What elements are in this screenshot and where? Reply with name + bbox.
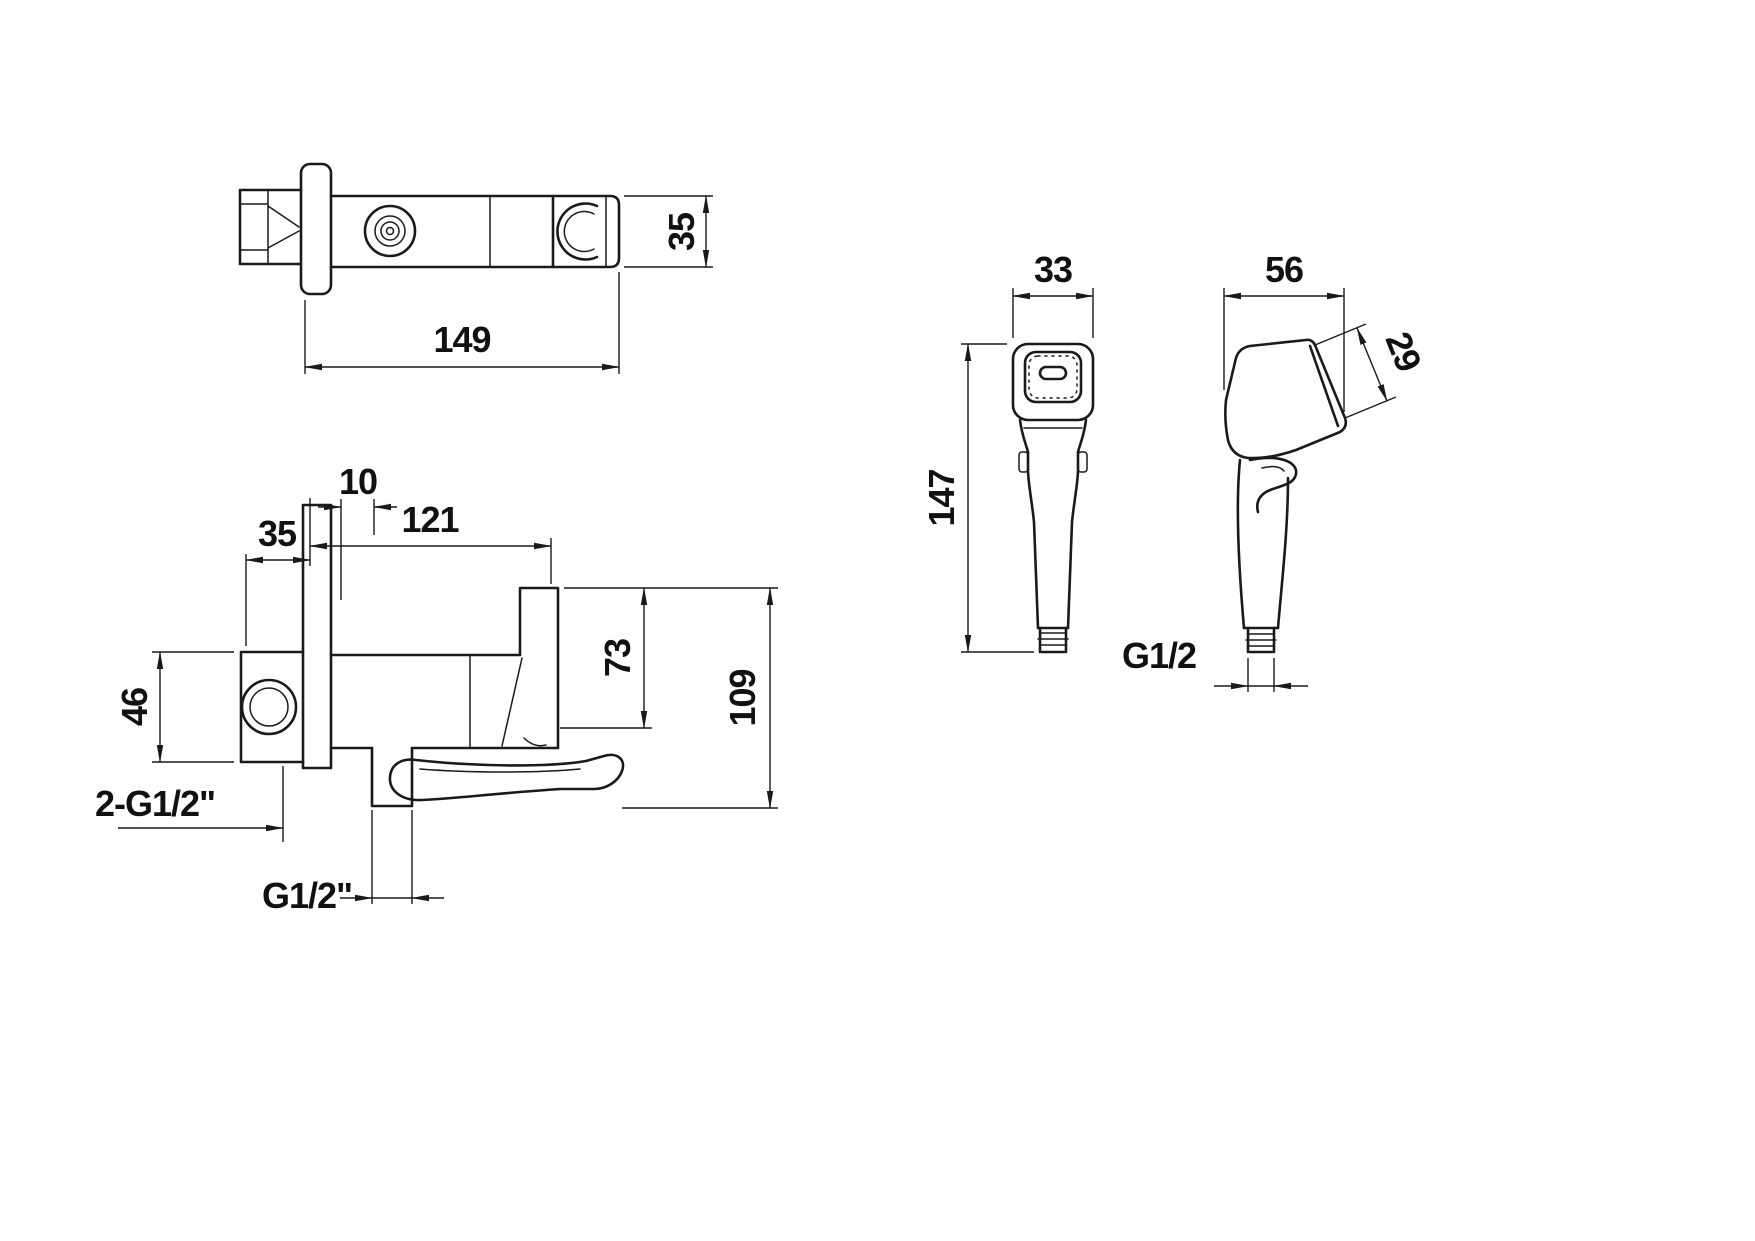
spray-slot xyxy=(1038,365,1068,381)
valve-knob-outer xyxy=(240,678,298,736)
dim-29-label: 29 xyxy=(1377,326,1429,377)
inlet-thread-label: 2-G1/2" xyxy=(95,783,215,824)
dim-109-label: 109 xyxy=(722,669,763,726)
spray-handle-left xyxy=(1018,418,1040,630)
bracket-cone-detail xyxy=(267,205,300,249)
spray-side-tab xyxy=(1018,451,1029,473)
spray-thread-nipple xyxy=(1038,626,1068,654)
dim-46-label: 46 xyxy=(114,688,155,726)
lever-handle xyxy=(388,753,625,802)
wall-plate xyxy=(301,503,333,770)
knob-mid-circle xyxy=(374,215,406,247)
body-outline xyxy=(329,194,621,269)
outlet-tube xyxy=(370,746,414,808)
holder-cup-outer xyxy=(556,202,599,261)
dim-10-label: 10 xyxy=(339,461,377,502)
wall-flange xyxy=(299,162,333,296)
bracket-outline xyxy=(238,188,303,266)
body-detail-arc xyxy=(523,737,547,747)
dim-73-label: 73 xyxy=(597,639,638,677)
knob-center-circle xyxy=(385,226,395,236)
mixer-top-view: 149 35 xyxy=(238,162,713,374)
dim-149-label: 149 xyxy=(433,319,490,360)
spray-thread-label: G1/2 xyxy=(1122,635,1196,676)
dim-35-front-label: 35 xyxy=(258,513,297,554)
spray-side-tab xyxy=(1077,451,1088,473)
dimension-line xyxy=(1356,327,1388,402)
spray-side-face-line xyxy=(1308,344,1340,428)
spray-thread-lines xyxy=(1037,632,1069,646)
spray-head-outer xyxy=(1011,342,1095,422)
dim-147-label: 147 xyxy=(921,469,962,526)
dim-121-label: 121 xyxy=(401,499,459,540)
valve-knob-inner xyxy=(249,687,289,727)
extension-line xyxy=(1314,323,1367,346)
spray-side-thread-lines xyxy=(1245,633,1277,647)
body-detail-line xyxy=(501,657,523,747)
holder-cup-inner xyxy=(563,210,595,253)
spray-side-view: 56 29 G1/2 xyxy=(1122,249,1430,692)
outlet-thread-label: G1/2" xyxy=(262,875,352,916)
dim-33-label: 33 xyxy=(1034,249,1072,290)
spray-side-handle-right xyxy=(1276,476,1290,630)
spray-side-handle-left xyxy=(1236,458,1246,630)
knob-inner-circle xyxy=(380,221,400,241)
dim-56-label: 56 xyxy=(1265,249,1303,290)
spray-trigger-detail xyxy=(1261,465,1285,472)
mixer-front-view: 10 121 35 46 73 109 2-G1/2" G1/2" xyxy=(95,461,778,916)
bracket-detail xyxy=(239,189,269,265)
body-riser-outline xyxy=(329,586,560,750)
spray-face-plate xyxy=(1023,350,1083,404)
spray-handle-right xyxy=(1066,418,1088,630)
knob-outer-circle xyxy=(363,204,417,258)
dim-35-label: 35 xyxy=(661,212,702,251)
extension-line xyxy=(1344,396,1397,419)
spray-side-head xyxy=(1224,338,1348,460)
spray-front-view: 33 147 xyxy=(921,249,1095,654)
spray-trigger xyxy=(1248,456,1298,514)
spray-face-texture xyxy=(1028,355,1078,399)
lever-detail-line xyxy=(419,768,581,773)
